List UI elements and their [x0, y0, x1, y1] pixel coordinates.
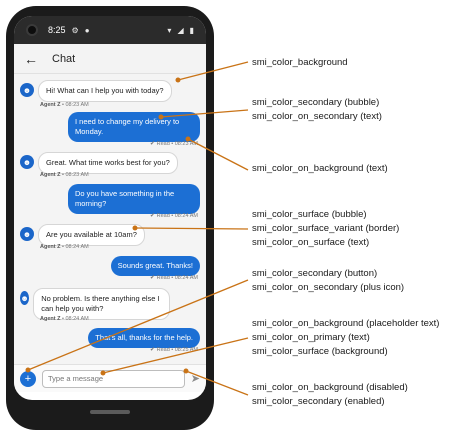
message-time: 08:23 AM: [174, 141, 198, 147]
message-time: 08:23 AM: [65, 102, 89, 108]
message-meta: ✔ Read • 08:23 AM: [150, 141, 198, 147]
list-item: ☻ Hi! What can I help you with today?: [20, 80, 172, 102]
annotation-dot: [158, 114, 164, 120]
home-indicator[interactable]: [90, 410, 130, 414]
read-status: Read: [156, 275, 170, 281]
read-status: Read: [156, 347, 170, 353]
list-item: That's all, thanks for the help.: [88, 328, 200, 348]
send-icon[interactable]: ➤: [190, 373, 200, 385]
annotation-label: smi_color_secondary (bubble): [252, 97, 380, 108]
annotation-label: smi_color_secondary (enabled): [252, 396, 385, 407]
list-item: I need to change my delivery to Monday.: [68, 112, 200, 142]
camera-icon: [26, 24, 38, 36]
annotation-dot: [183, 368, 189, 374]
message-composer: + Type a message ➤: [14, 364, 206, 392]
message-time: 08:24 AM: [65, 316, 89, 322]
agent-avatar-icon: ☻: [20, 291, 30, 305]
list-item: ☻ Great. What time works best for you?: [20, 152, 178, 174]
agent-name: Agent Z: [40, 172, 61, 178]
battery-icon: ▮: [189, 25, 194, 35]
annotation-line: [187, 138, 249, 171]
incoming-bubble: Hi! What can I help you with today?: [38, 80, 172, 102]
phone-screen: 8:25 ⚙ ● ▾ ◢ ▮ ← Chat ☻ Hi! What can I h…: [14, 16, 206, 400]
app-bar: ← Chat: [14, 44, 206, 74]
navigation-bar: [6, 400, 214, 424]
message-meta: ✔ Read • 08:25 AM: [150, 347, 198, 353]
message-meta: Agent Z • 08:24 AM: [40, 316, 89, 322]
agent-avatar-icon: ☻: [20, 155, 34, 169]
annotation-label: smi_color_surface (bubble): [252, 209, 367, 220]
message-meta: Agent Z • 08:24 AM: [40, 244, 89, 250]
annotation-label: smi_color_surface_variant (border): [252, 223, 400, 234]
outgoing-bubble: Do you have something in the morning?: [68, 184, 200, 214]
annotation-label: smi_color_on_primary (text): [252, 332, 370, 343]
message-time: 08:24 AM: [174, 213, 198, 219]
check-icon: ✔: [150, 347, 156, 353]
add-attachment-button[interactable]: +: [20, 370, 36, 387]
annotation-line: [102, 337, 249, 374]
list-item: Sounds great. Thanks!: [110, 256, 200, 276]
read-status: Read: [156, 141, 170, 147]
annotation-label: smi_color_on_background (placeholder tex…: [252, 318, 440, 329]
annotation-label: smi_color_surface (background): [252, 346, 388, 357]
incoming-bubble: Great. What time works best for you?: [38, 152, 178, 174]
status-bar: 8:25 ⚙ ● ▾ ◢ ▮: [14, 16, 206, 44]
annotation-label: smi_color_on_background (text): [252, 163, 388, 174]
annotation-label: smi_color_secondary (button): [252, 268, 378, 279]
annotation-label: smi_color_on_background (disabled): [252, 382, 408, 393]
agent-avatar-icon: ☻: [20, 83, 34, 97]
list-item: Do you have something in the morning?: [68, 184, 200, 214]
message-time: 08:24 AM: [174, 275, 198, 281]
phone-frame: 8:25 ⚙ ● ▾ ◢ ▮ ← Chat ☻ Hi! What can I h…: [6, 6, 214, 430]
annotation-line: [160, 109, 249, 118]
message-meta: Agent Z • 08:23 AM: [40, 102, 89, 108]
annotation-dot: [185, 136, 191, 142]
annotation-line: [185, 370, 249, 396]
message-time: 08:25 AM: [174, 347, 198, 353]
annotation-label: smi_color_background: [252, 57, 348, 68]
annotation-dot: [25, 367, 31, 373]
list-item: ☻ Are you available at 10am?: [20, 224, 145, 246]
agent-name: Agent Z: [40, 244, 61, 250]
agent-name: Agent Z: [40, 316, 61, 322]
annotation-label: smi_color_on_surface (text): [252, 237, 370, 248]
annotation-line: [177, 61, 249, 81]
annotation-dot: [132, 225, 138, 231]
annotation-label: smi_color_on_secondary (text): [252, 111, 382, 122]
message-meta: Agent Z • 08:23 AM: [40, 172, 89, 178]
check-icon: ✔: [150, 141, 156, 147]
message-meta: ✔ Read • 08:24 AM: [150, 213, 198, 219]
incoming-bubble: Are you available at 10am?: [38, 224, 145, 246]
annotation-dot: [100, 370, 106, 376]
annotation-line: [134, 227, 249, 230]
message-time: 08:24 AM: [65, 244, 89, 250]
outgoing-bubble: Sounds great. Thanks!: [110, 256, 200, 276]
check-icon: ✔: [150, 213, 156, 219]
signal-icon: ◢: [177, 25, 184, 35]
agent-name: Agent Z: [40, 102, 61, 108]
notification-icon: ●: [84, 25, 90, 35]
wifi-icon: ▾: [167, 25, 172, 35]
message-meta: ✔ Read • 08:24 AM: [150, 275, 198, 281]
incoming-bubble: No problem. Is there anything else I can…: [33, 288, 170, 320]
annotation-dot: [175, 77, 181, 83]
read-status: Read: [156, 213, 170, 219]
page-title: Chat: [52, 52, 76, 65]
outgoing-bubble: That's all, thanks for the help.: [88, 328, 200, 348]
list-item: ☻ No problem. Is there anything else I c…: [20, 288, 170, 320]
annotation-label: smi_color_on_secondary (plus icon): [252, 282, 405, 293]
back-arrow-icon[interactable]: ←: [24, 50, 38, 67]
agent-avatar-icon: ☻: [20, 227, 34, 241]
status-time: 8:25: [48, 25, 66, 35]
message-time: 08:23 AM: [65, 172, 89, 178]
annotation-line: [27, 279, 249, 371]
check-icon: ✔: [150, 275, 156, 281]
settings-icon: ⚙: [71, 25, 79, 35]
message-list[interactable]: ☻ Hi! What can I help you with today? Ag…: [14, 74, 206, 364]
outgoing-bubble: I need to change my delivery to Monday.: [68, 112, 200, 142]
